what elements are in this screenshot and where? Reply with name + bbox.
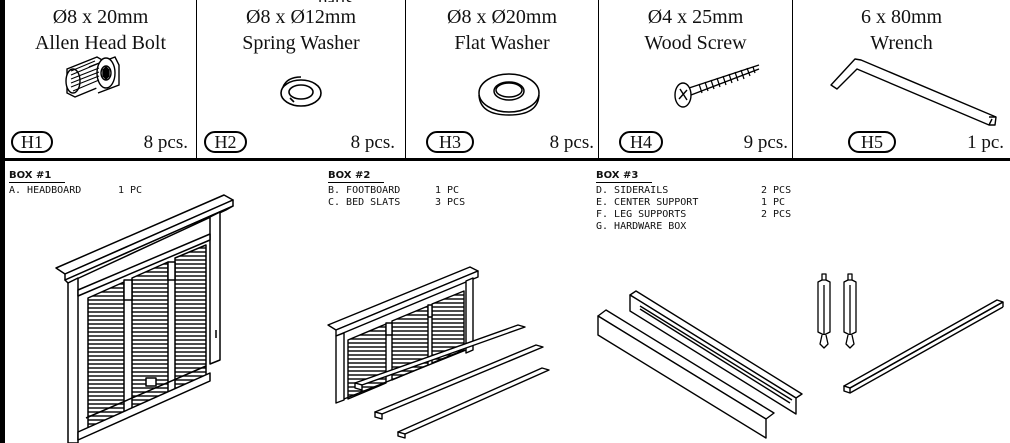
box-item-qty: 1 PC: [118, 185, 143, 196]
hardware-size: Ø8 x Ø20mm: [447, 6, 557, 28]
hardware-row: Ø8 x 20mm Allen Head Bolt H1 8 pc: [5, 0, 1010, 161]
siderails-illustration: [597, 290, 803, 439]
box-item-label: F. LEG SUPPORTS: [596, 209, 687, 220]
hardware-item-h5: 6 x 80mm Wrench H5 1 pc.: [793, 0, 1010, 158]
box-item-label: A. HEADBOARD: [9, 185, 82, 196]
box-item-qty: 2 PCS: [761, 209, 792, 220]
wood-screw-icon: [674, 64, 760, 108]
box-item: B. FOOTBOARD 1 PC: [328, 185, 465, 197]
box-item-label: E. CENTER SUPPORT: [596, 197, 699, 208]
hardware-code-badge: H5: [848, 131, 896, 153]
hardware-name: Flat Washer: [454, 32, 550, 54]
left-border: [0, 0, 5, 443]
hardware-code-badge: H3: [426, 131, 474, 153]
hardware-size: Ø8 x 20mm: [52, 6, 149, 28]
bed-slats-illustration: [354, 324, 550, 439]
wrench-icon: [830, 58, 997, 126]
box-title-underline: [596, 182, 652, 183]
box-item-qty: 1 PC: [435, 185, 460, 196]
box-item: E. CENTER SUPPORT 1 PC: [596, 197, 791, 209]
hardware-qty: 8 pcs.: [549, 132, 594, 153]
hardware-name: Wood Screw: [644, 32, 747, 54]
header-stub: parts: [318, 0, 353, 2]
box-item-label: D. SIDERAILS: [596, 185, 669, 196]
leg-supports-illustration: [817, 273, 857, 349]
box-item: D. SIDERAILS 2 PCS: [596, 185, 791, 197]
hardware-item-h2: Ø8 x Ø12mm Spring Washer H2 8 pcs.: [197, 0, 406, 158]
box-item-label: B. FOOTBOARD: [328, 185, 401, 196]
hardware-qty: 9 pcs.: [743, 132, 788, 153]
flat-washer-icon: [478, 73, 540, 116]
box-item: F. LEG SUPPORTS 2 PCS: [596, 209, 791, 221]
spring-washer-icon: [280, 76, 322, 107]
box-title-underline: [9, 182, 65, 183]
hardware-name: Wrench: [870, 32, 933, 54]
box-item: C. BED SLATS 3 PCS: [328, 197, 465, 209]
center-support-illustration: [843, 299, 1004, 394]
hardware-qty: 8 pcs.: [350, 132, 395, 153]
box-item-label: G. HARDWARE BOX: [596, 221, 687, 232]
box-title: BOX #2: [328, 170, 371, 181]
hardware-code-badge: H1: [11, 131, 53, 153]
allen-bolt-icon: [65, 56, 120, 98]
box-item: A. HEADBOARD 1 PC: [9, 185, 142, 197]
hardware-item-h1: Ø8 x 20mm Allen Head Bolt H1 8 pc: [5, 0, 197, 158]
hardware-name: Allen Head Bolt: [34, 32, 167, 54]
box-3-list: BOX #3 D. SIDERAILS 2 PCS E. CENTER SUPP…: [596, 170, 791, 233]
hardware-item-h4: Ø4 x 25mm Wood Screw H4 9 pcs.: [599, 0, 793, 158]
box-title: BOX #1: [9, 170, 52, 181]
box-item-qty: 2 PCS: [761, 185, 792, 196]
hardware-name: Spring Washer: [242, 32, 360, 54]
hardware-code-badge: H4: [619, 131, 663, 153]
hardware-size: Ø8 x Ø12mm: [246, 6, 356, 28]
hardware-item-h3: Ø8 x Ø20mm Flat Washer H3 8 pcs.: [406, 0, 599, 158]
hardware-qty: 8 pcs.: [143, 132, 188, 153]
box-item: G. HARDWARE BOX: [596, 221, 791, 233]
box-item-qty: 1 PC: [761, 197, 786, 208]
hardware-size: 6 x 80mm: [860, 6, 943, 28]
hardware-size: Ø4 x 25mm: [647, 6, 744, 28]
hardware-code-badge: H2: [204, 131, 247, 153]
box-1-list: BOX #1 A. HEADBOARD 1 PC: [9, 170, 142, 197]
box-item-qty: 3 PCS: [435, 197, 466, 208]
headboard-illustration: [55, 194, 234, 443]
box-title-underline: [328, 182, 384, 183]
box-item-label: C. BED SLATS: [328, 197, 401, 208]
hardware-qty: 1 pc.: [967, 132, 1004, 153]
box-2-list: BOX #2 B. FOOTBOARD 1 PC C. BED SLATS 3 …: [328, 170, 465, 209]
box-title: BOX #3: [596, 170, 639, 181]
